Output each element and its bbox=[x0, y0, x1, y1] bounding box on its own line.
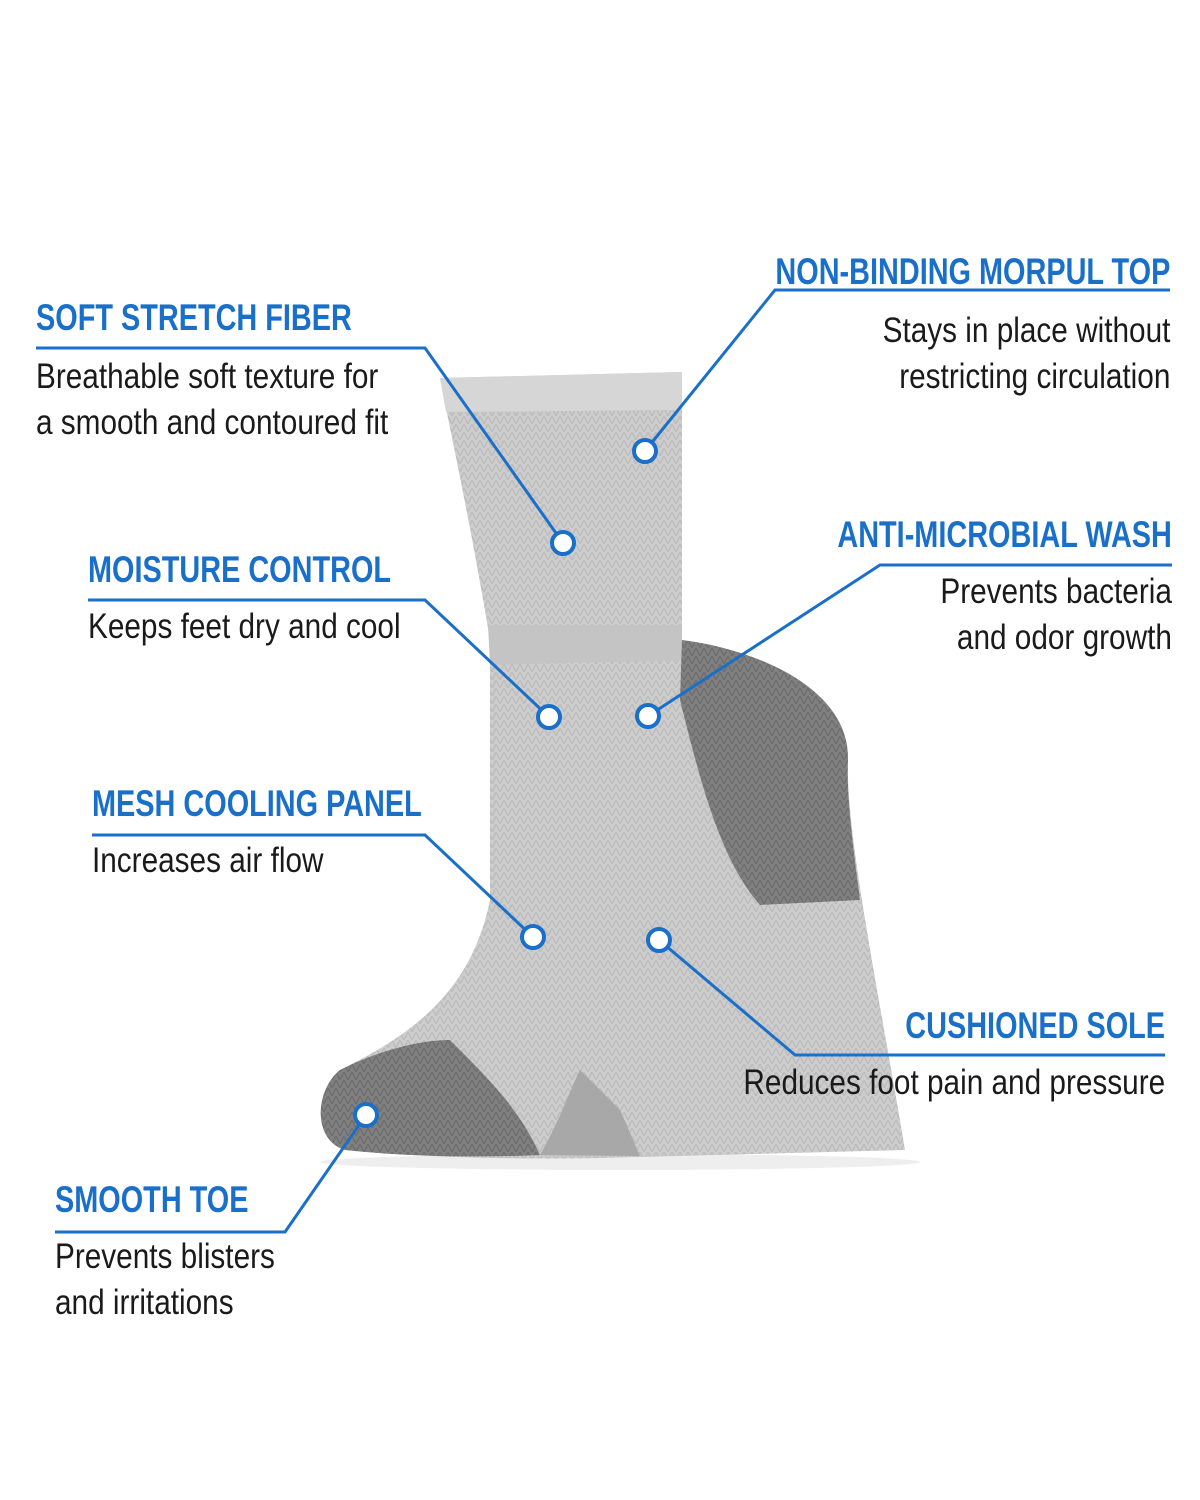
callout-non-binding-top: NON-BINDING MORPUL TOP Stays in place wi… bbox=[664, 252, 1170, 400]
callout-desc: restricting circulation bbox=[898, 357, 1170, 396]
marker-dot bbox=[520, 924, 546, 950]
callout-title: CUSHIONED SOLE bbox=[905, 1005, 1165, 1046]
marker-dot bbox=[536, 704, 562, 730]
callout-cushioned-sole: CUSHIONED SOLE Reduces foot pain and pre… bbox=[669, 1006, 1165, 1106]
marker-dot bbox=[353, 1102, 379, 1128]
marker-dot bbox=[632, 438, 658, 464]
callout-desc: Prevents blisters bbox=[55, 1237, 275, 1276]
sock-cuff bbox=[440, 372, 682, 412]
callout-title: NON-BINDING MORPUL TOP bbox=[775, 251, 1170, 292]
callout-desc: and odor growth bbox=[956, 618, 1172, 657]
sock-leg-rib-band bbox=[488, 625, 682, 665]
shadow bbox=[320, 1154, 920, 1170]
callout-smooth-toe: SMOOTH TOE Prevents blisters and irritat… bbox=[55, 1180, 314, 1326]
marker-dot bbox=[646, 927, 672, 953]
callout-title: MOISTURE CONTROL bbox=[88, 549, 392, 590]
callout-moisture-control: MOISTURE CONTROL Keeps feet dry and cool bbox=[88, 550, 476, 650]
callout-title: ANTI-MICROBIAL WASH bbox=[837, 514, 1172, 555]
callout-anti-microbial-wash: ANTI-MICROBIAL WASH Prevents bacteria an… bbox=[743, 515, 1172, 661]
callout-desc: Prevents bacteria bbox=[940, 572, 1172, 611]
callout-soft-stretch-fiber: SOFT STRETCH FIBER Breathable soft textu… bbox=[36, 298, 450, 446]
callout-desc: Breathable soft texture for bbox=[36, 357, 379, 396]
callout-desc: a smooth and contoured fit bbox=[36, 403, 389, 442]
sock-toe bbox=[320, 1040, 540, 1157]
sock-sole-mesh bbox=[540, 1070, 640, 1156]
sock-body bbox=[320, 372, 905, 1159]
callout-desc: Stays in place without bbox=[882, 311, 1170, 350]
callout-desc: Increases air flow bbox=[92, 841, 324, 880]
callout-desc: Reduces foot pain and pressure bbox=[743, 1063, 1165, 1102]
callout-desc: and irritations bbox=[55, 1283, 234, 1322]
callout-desc: Keeps feet dry and cool bbox=[88, 607, 401, 646]
marker-dot bbox=[635, 703, 661, 729]
sock-heel bbox=[680, 640, 860, 905]
callout-title: MESH COOLING PANEL bbox=[92, 783, 422, 824]
marker-dot bbox=[550, 530, 576, 556]
callout-title: SMOOTH TOE bbox=[55, 1179, 249, 1220]
leader-lines bbox=[36, 288, 1172, 1234]
callout-mesh-cooling-panel: MESH COOLING PANEL Increases air flow bbox=[92, 784, 515, 884]
callout-title: SOFT STRETCH FIBER bbox=[36, 297, 352, 338]
